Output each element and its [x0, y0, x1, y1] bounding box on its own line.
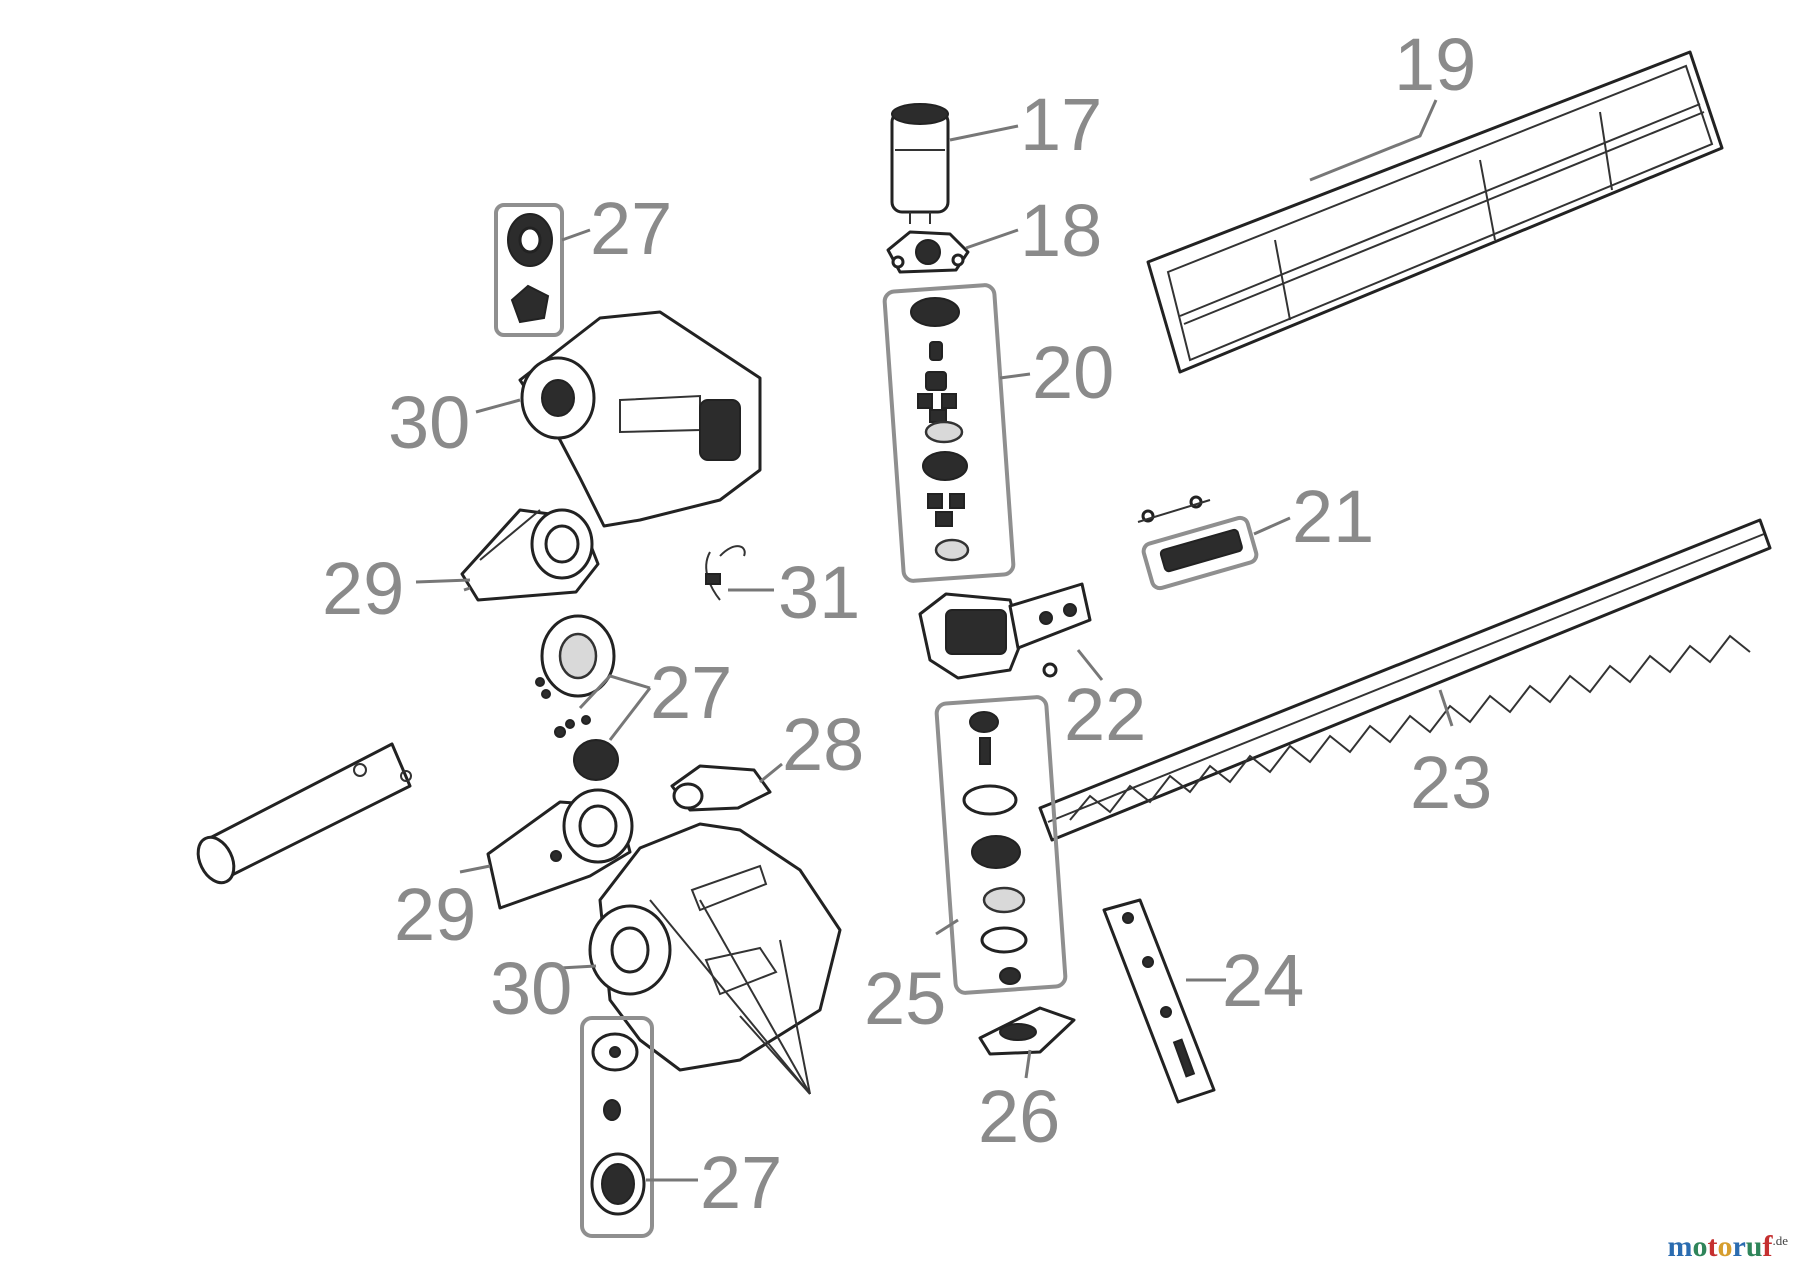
- callout-26: 26: [978, 1075, 1060, 1158]
- callout-24: 24: [1222, 939, 1304, 1022]
- part-31-wire-clip: [705, 545, 746, 601]
- callout-31: 31: [778, 551, 860, 634]
- callout-27-bottom: 27: [700, 1141, 782, 1224]
- part-29-upper-handle-mount: [460, 508, 600, 602]
- watermark-letter: f: [1762, 1230, 1773, 1263]
- callout-19: 19: [1394, 23, 1476, 106]
- part-24-plate: [1102, 898, 1216, 1104]
- callout-21: 21: [1292, 475, 1374, 558]
- watermark-letter: u: [1745, 1230, 1763, 1263]
- watermark-brand: motoruf: [1667, 1230, 1772, 1263]
- watermark-logo: motoruf.de: [1667, 1230, 1788, 1264]
- callout-18: 18: [1020, 189, 1102, 272]
- callout-30-lower: 30: [490, 947, 572, 1030]
- part-17-motor: [890, 103, 950, 224]
- callout-29-upper: 29: [322, 547, 404, 630]
- part-18-motor-mount: [886, 230, 970, 274]
- callout-17: 17: [1020, 83, 1102, 166]
- part-19-blade-cover: [1146, 50, 1724, 374]
- watermark-letter: o: [1717, 1230, 1733, 1263]
- part-22-gear-housing: [918, 582, 1092, 680]
- watermark-letter: m: [1667, 1230, 1693, 1263]
- part-26-shoe: [978, 1006, 1076, 1056]
- callout-22: 22: [1064, 673, 1146, 756]
- handle-tube: [196, 742, 412, 885]
- part-30-lower-housing: [588, 822, 842, 1095]
- callout-numbers: 19 17 18 20 21 22 23 24 25 26 27 27 27 2…: [322, 23, 1492, 1224]
- part-30-upper-housing: [518, 310, 762, 528]
- callout-25: 25: [864, 957, 946, 1040]
- part-27-middle-kit: [535, 614, 619, 781]
- part-21-bracket: [1137, 495, 1259, 591]
- callout-20: 20: [1032, 331, 1114, 414]
- leader-lines: [415, 99, 1454, 1182]
- callout-29-lower: 29: [394, 873, 476, 956]
- part-20-gear-kit: [882, 283, 1016, 583]
- part-28-cap: [670, 764, 772, 812]
- watermark-letter: t: [1707, 1230, 1718, 1263]
- callout-27-top: 27: [590, 187, 672, 270]
- callout-30-upper: 30: [388, 381, 470, 464]
- part-27-top-kit: [494, 203, 564, 337]
- callout-28: 28: [782, 703, 864, 786]
- part-23-blade: [1038, 518, 1772, 842]
- callout-23: 23: [1410, 741, 1492, 824]
- callout-27-middle: 27: [650, 651, 732, 734]
- part-29-lower-handle-mount: [486, 788, 634, 910]
- watermark-tld: .de: [1772, 1233, 1788, 1248]
- watermark-letter: r: [1732, 1230, 1746, 1263]
- part-25-crank-kit: [934, 695, 1068, 995]
- part-27-bottom-kit: [580, 1016, 654, 1238]
- watermark-letter: o: [1692, 1230, 1708, 1263]
